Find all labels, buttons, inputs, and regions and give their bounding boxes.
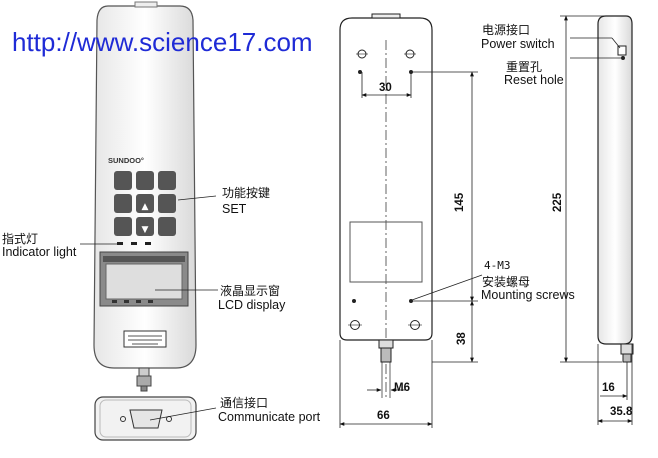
brand-logo: SUNDOO° <box>108 156 144 165</box>
reset-hole-label-cn: 重置孔 <box>506 60 543 74</box>
indicator-label-cn: 指式灯 <box>2 232 39 246</box>
mount-label-en: Mounting screws <box>481 288 575 302</box>
down-arrow-icon: ▼ <box>142 225 149 235</box>
key-peak[interactable] <box>114 217 132 236</box>
indicator-label-en: Indicator light <box>2 245 77 259</box>
key-mode[interactable] <box>114 194 132 213</box>
comm-label-en: Communicate port <box>218 410 321 424</box>
db9-port <box>129 409 163 429</box>
indicator-lights <box>117 242 151 245</box>
power-switch-label-cn: 电源接口 <box>482 23 531 37</box>
reset-hole-label-en: Reset hole <box>504 73 564 87</box>
front-view-leaders <box>80 195 218 421</box>
lcd-label-cn: 液晶显示窗 <box>220 284 281 298</box>
back-view-dimensions <box>339 71 483 428</box>
dim-hole-vertical: 145 <box>454 192 466 212</box>
side-view-dimensions <box>560 15 633 425</box>
set-label-en: SET <box>222 202 247 216</box>
key-up[interactable] <box>136 194 154 213</box>
watermark-url: http://www.science17.com <box>12 27 313 57</box>
key-unit[interactable] <box>136 171 154 190</box>
set-label-cn: 功能按键 <box>222 186 271 200</box>
back-view <box>339 13 433 398</box>
lcd-label-en: LCD display <box>218 298 286 312</box>
mount-spec-label: 4-M3 <box>484 259 511 272</box>
dim-bottom-offset: 38 <box>456 332 468 345</box>
key-print[interactable] <box>158 217 176 236</box>
front-view: SUNDOO° ▲ ▼ <box>93 1 197 392</box>
keypad: ▲ ▼ <box>114 171 176 236</box>
key-set[interactable] <box>158 194 176 213</box>
nameplate <box>123 330 167 348</box>
bottom-view <box>94 396 197 441</box>
dim-width: 66 <box>377 410 390 422</box>
dim-hole-spacing: 30 <box>379 82 392 94</box>
power-switch-label-en: Power switch <box>481 37 555 51</box>
comm-label-cn: 通信接口 <box>220 396 269 410</box>
lcd-screen <box>105 263 183 300</box>
key-down[interactable] <box>136 217 154 236</box>
up-arrow-icon: ▲ <box>142 202 149 212</box>
side-view <box>597 15 634 363</box>
dim-thread: M6 <box>394 382 410 394</box>
dim-depth: 35.8 <box>610 406 633 418</box>
key-clear[interactable] <box>158 171 176 190</box>
key-on-off[interactable] <box>114 171 132 190</box>
mount-label-cn: 安装螺母 <box>482 275 531 289</box>
dim-connector-offset: 16 <box>602 382 615 394</box>
dim-height: 225 <box>552 192 564 212</box>
